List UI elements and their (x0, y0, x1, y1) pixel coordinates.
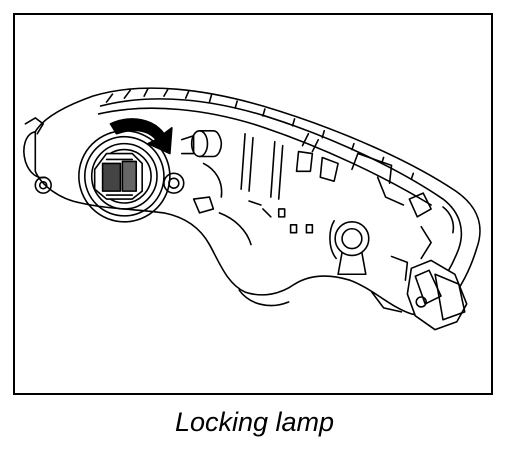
left-mounting-tab (23, 130, 46, 179)
vent-cap (180, 129, 223, 158)
figure-frame (13, 13, 493, 395)
housing-inner-rim (99, 98, 463, 291)
figure-caption: Locking lamp (174, 407, 335, 437)
lower-port (329, 220, 370, 276)
side-connector (406, 259, 468, 331)
lamp-housing-outline (34, 87, 481, 316)
headlamp-illustration (23, 87, 481, 331)
rotation-arrow-icon (109, 118, 173, 155)
